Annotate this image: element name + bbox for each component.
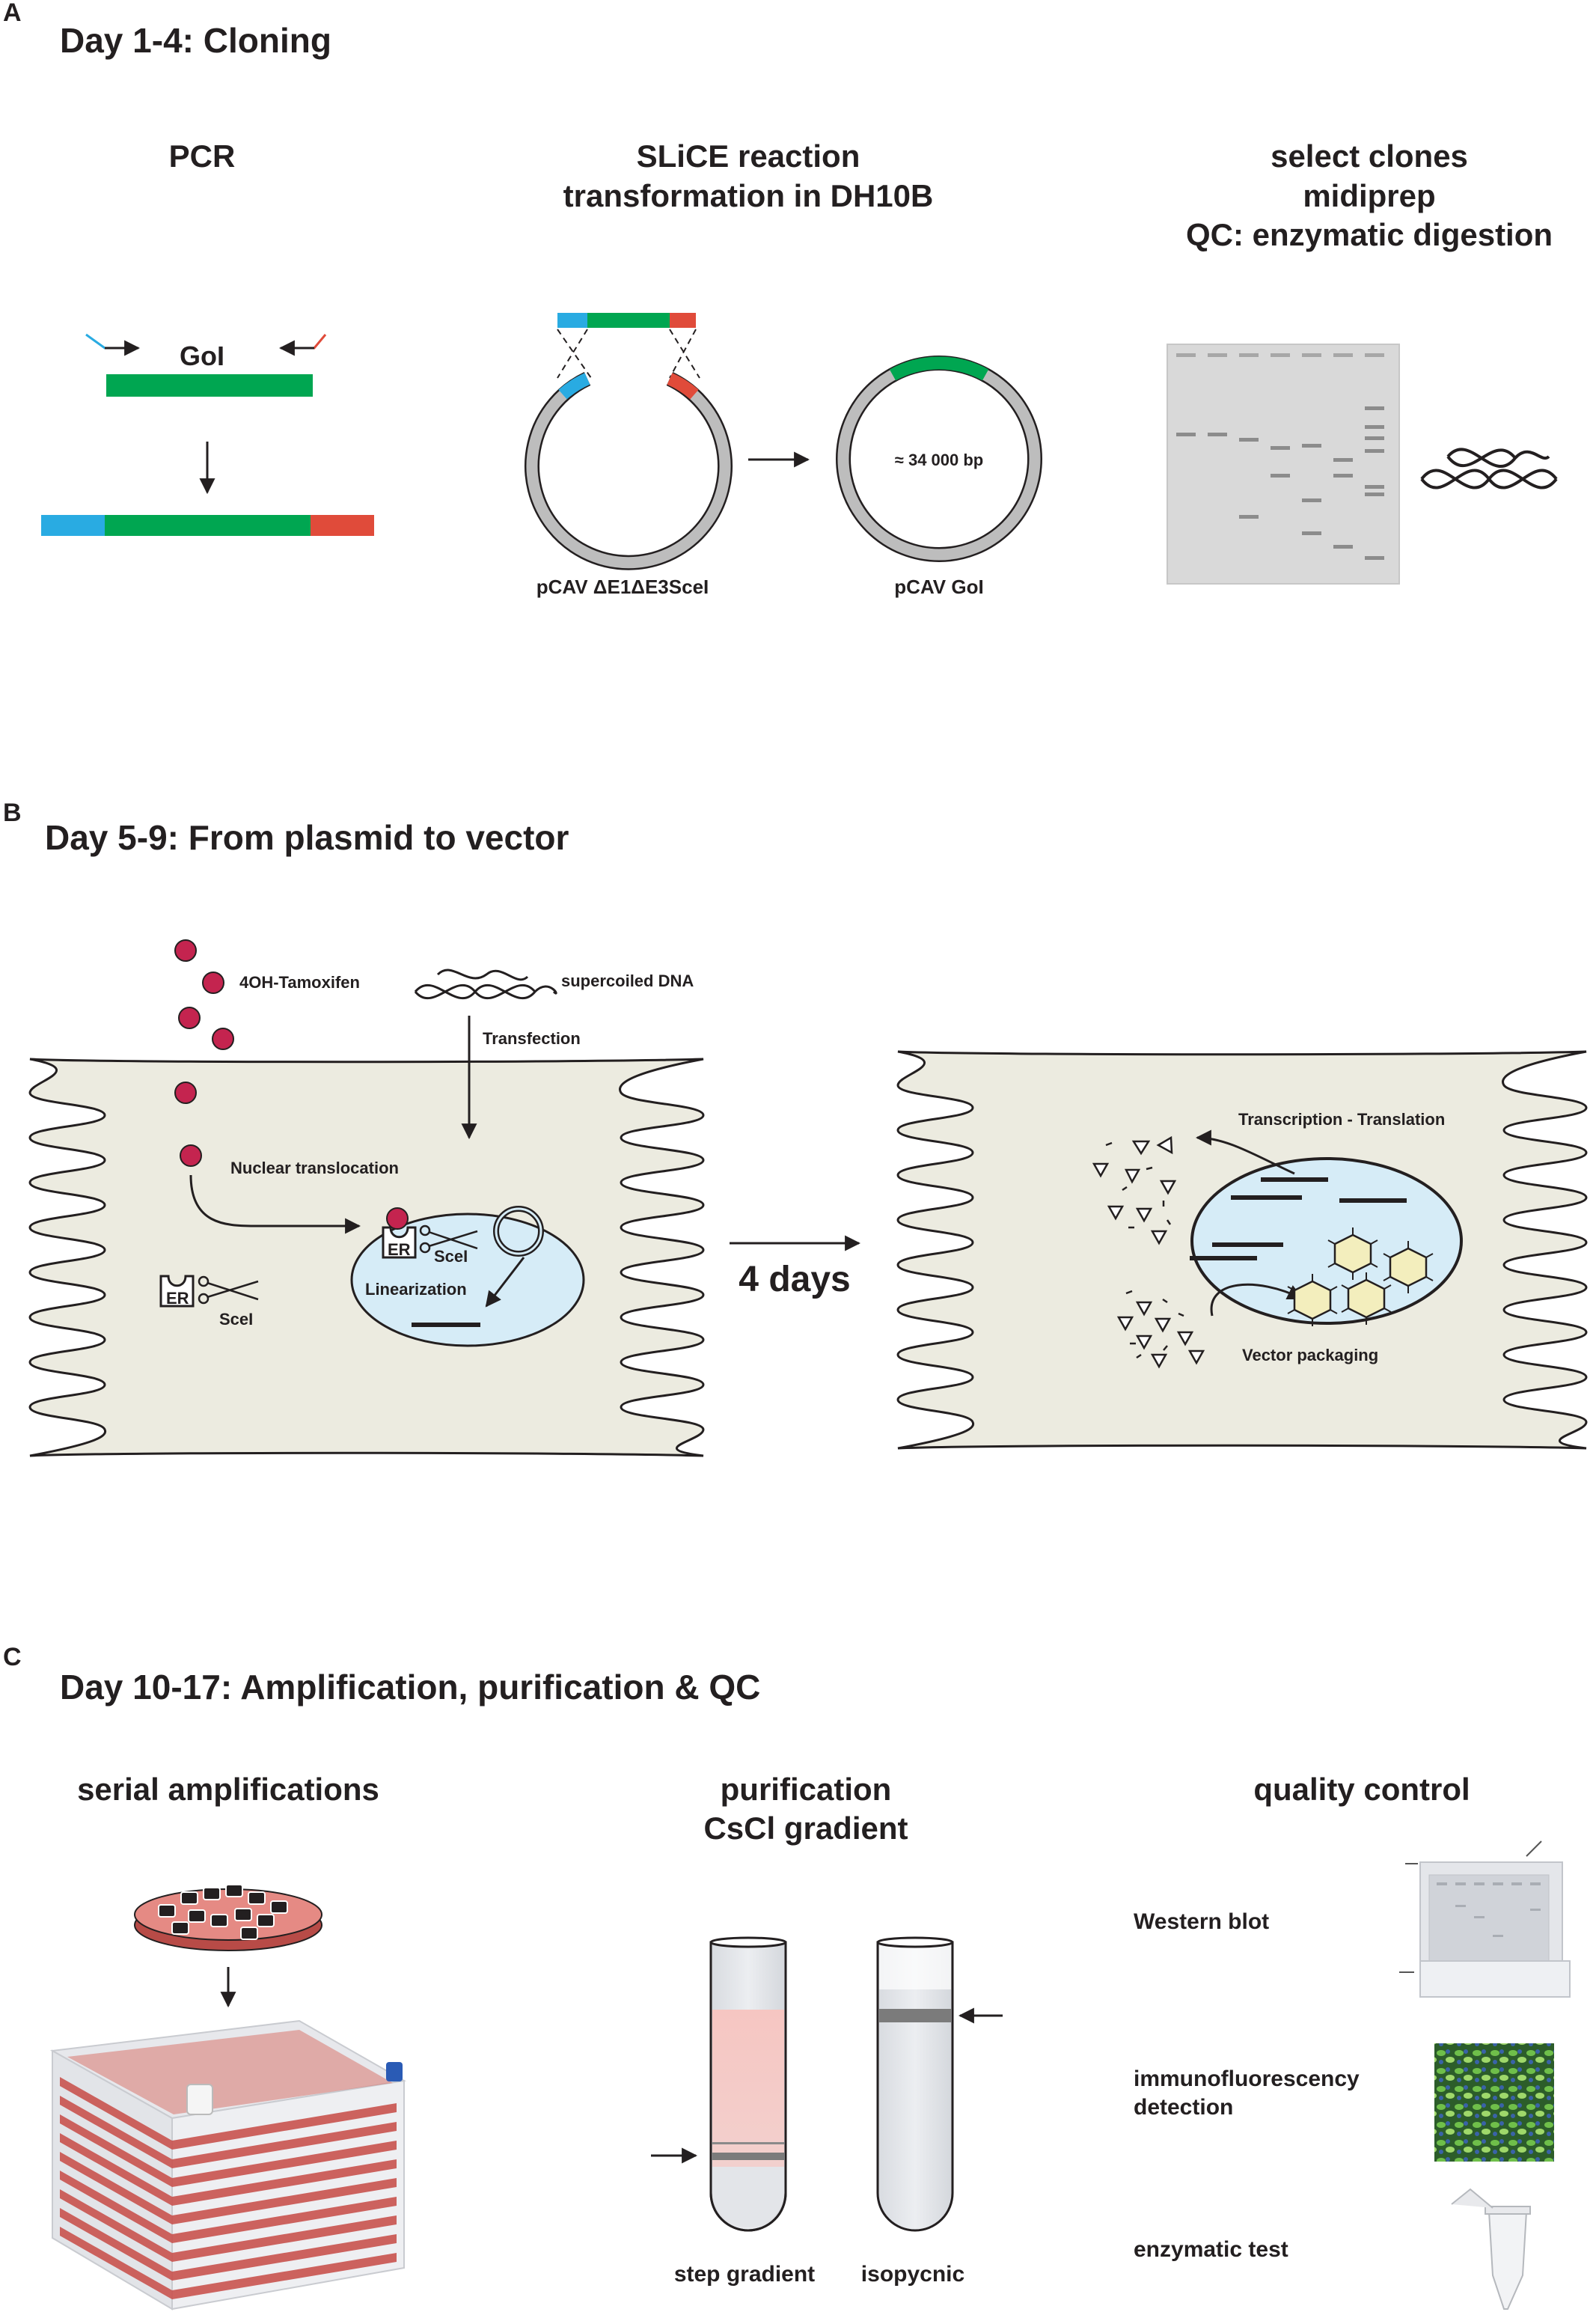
er-receptor-icon-nucleus: [382, 1226, 417, 1259]
forward-primer-tail: [85, 333, 138, 350]
tamoxifen-label: 4OH-Tamoxifen: [239, 973, 360, 992]
product-plasmid-gene: [889, 356, 989, 381]
petri-dish-icon: [134, 1884, 322, 1951]
linearization-arrow: [485, 1257, 525, 1308]
tamoxifen-molecules: [174, 939, 234, 1167]
virion-spikes: [1287, 1227, 1434, 1326]
virion-icons: [1293, 1233, 1428, 1320]
supercoiled-dna-icon-b: [414, 969, 557, 1000]
backbone-label: pCAV ΔE1ΔE3SceI: [536, 576, 709, 598]
transcripts: [1190, 1177, 1407, 1260]
transcription-label: Transcription - Translation: [1238, 1110, 1445, 1129]
backbone-red-arm: [667, 373, 699, 400]
slice-diagram: pCAV ΔE1ΔE3SceI ≈ 34 000 bp pCAV GoI: [525, 313, 1042, 598]
crossover-right: [669, 329, 700, 379]
panel-a-title: Day 1-4: Cloning: [60, 21, 331, 60]
er-label-nucleus: ER: [388, 1240, 411, 1259]
digestion-gel: [1167, 344, 1400, 585]
product-label: pCAV GoI: [894, 576, 983, 598]
nuclear-translocation-label: Nuclear translocation: [230, 1159, 399, 1177]
gene-insert-bar: [106, 374, 313, 397]
translocation-arrow: [189, 1174, 361, 1234]
panel-b: B Day 5-9: From plasmid to vector 4OH-Ta…: [3, 799, 1588, 1457]
scissors-icon: [198, 1275, 259, 1305]
capsid-fragments: [1105, 1141, 1184, 1359]
panel-a-letter: A: [3, 0, 22, 27]
capsid-proteins-bottom: [1116, 1301, 1205, 1369]
select-heading-line2: midiprep: [1303, 178, 1435, 213]
amplification-heading: serial amplifications: [77, 1772, 379, 1807]
pcr-product-gene: [105, 515, 311, 536]
er-sce1-nucleus: ER SceI: [382, 1207, 478, 1266]
select-heading-line3: QC: enzymatic digestion: [1186, 217, 1553, 252]
er-label: ER: [166, 1289, 189, 1308]
western-blot-label: Western blot: [1134, 1909, 1269, 1934]
gene-label: GoI: [180, 341, 224, 371]
bound-tamoxifen: [386, 1207, 409, 1230]
scei-label-cyto: SceI: [219, 1310, 253, 1329]
pcr-heading: PCR: [169, 138, 236, 174]
step-gradient-label: step gradient: [674, 2262, 815, 2287]
crossover-left: [557, 329, 592, 379]
panel-c-letter: C: [3, 1643, 22, 1671]
er-sce1-cytoplasm: ER SceI: [159, 1275, 259, 1329]
transfection-label: Transfection: [483, 1029, 581, 1048]
slice-heading-line1: SLiCE reaction: [637, 138, 860, 174]
enzymatic-test-label: enzymatic test: [1134, 2237, 1288, 2262]
plasmid-in-nucleus-inner: [495, 1207, 542, 1255]
linearization-label: Linearization: [365, 1280, 467, 1299]
purification-heading-line2: CsCl gradient: [703, 1811, 908, 1846]
panel-c-title: Day 10-17: Amplification, purification &…: [60, 1668, 760, 1707]
panel-c: C Day 10-17: Amplification, purification…: [3, 1643, 1571, 2311]
purification-heading-line1: purification: [721, 1772, 892, 1807]
scissors-icon-nucleus: [419, 1224, 478, 1254]
reverse-primer-tail: [281, 334, 327, 350]
gel-slab: [1167, 344, 1400, 585]
gel-bands: [1176, 406, 1384, 560]
slice-insert-green: [587, 313, 670, 328]
backbone-blue-arm: [558, 373, 590, 400]
plasmid-size: ≈ 34 000 bp: [895, 451, 983, 469]
immunofluorescence-label-line1: immunofluorescency: [1134, 2067, 1360, 2091]
capsid-proteins-top: [1092, 1135, 1177, 1245]
pcr-diagram: GoI: [41, 333, 374, 536]
er-receptor-icon: [159, 1275, 195, 1308]
slice-insert-red: [670, 313, 696, 328]
supercoiled-label: supercoiled DNA: [561, 972, 694, 990]
panel-b-title: Day 5-9: From plasmid to vector: [45, 818, 569, 857]
step-band-upper: [712, 2142, 784, 2144]
panel-b-letter: B: [3, 799, 22, 827]
western-blot-icon: [1399, 1840, 1571, 1998]
immunofluorescence-label-line2: detection: [1134, 2095, 1233, 2120]
isopycnic-tube: [876, 1936, 954, 2232]
backbone-ring: [526, 373, 731, 569]
packaging-arrow: [1210, 1283, 1303, 1317]
linear-dna-bar: [412, 1323, 480, 1327]
qc-heading: quality control: [1253, 1772, 1470, 1807]
step-band-virus: [712, 2153, 784, 2160]
flask-port: [186, 2084, 213, 2115]
microtube-icon: [1451, 2188, 1531, 2310]
isopycnic-label: isopycnic: [861, 2262, 964, 2287]
cell-factory-icon: [49, 2019, 406, 2311]
pcr-product-red-arm: [311, 515, 374, 536]
isopycnic-band: [879, 2009, 951, 2022]
immunofluorescence-image: [1434, 2043, 1554, 2162]
slice-insert-blue: [557, 313, 587, 328]
packaging-label: Vector packaging: [1242, 1346, 1378, 1364]
flask-cap-blue: [386, 2062, 403, 2081]
panel-a: A Day 1-4: Cloning PCR SLiCE reaction tr…: [3, 0, 1558, 598]
gel-wells: [1176, 353, 1384, 357]
pcr-product-blue-arm: [41, 515, 105, 536]
duration-label: 4 days: [739, 1260, 850, 1299]
supercoiled-dna-icon: [1420, 448, 1558, 489]
scei-label-nucleus: SceI: [434, 1247, 468, 1266]
transcription-arrow: [1195, 1129, 1295, 1175]
step-gradient-tube: [709, 1936, 787, 2232]
select-heading-line1: select clones: [1271, 138, 1468, 174]
slice-heading-line2: transformation in DH10B: [563, 178, 934, 213]
